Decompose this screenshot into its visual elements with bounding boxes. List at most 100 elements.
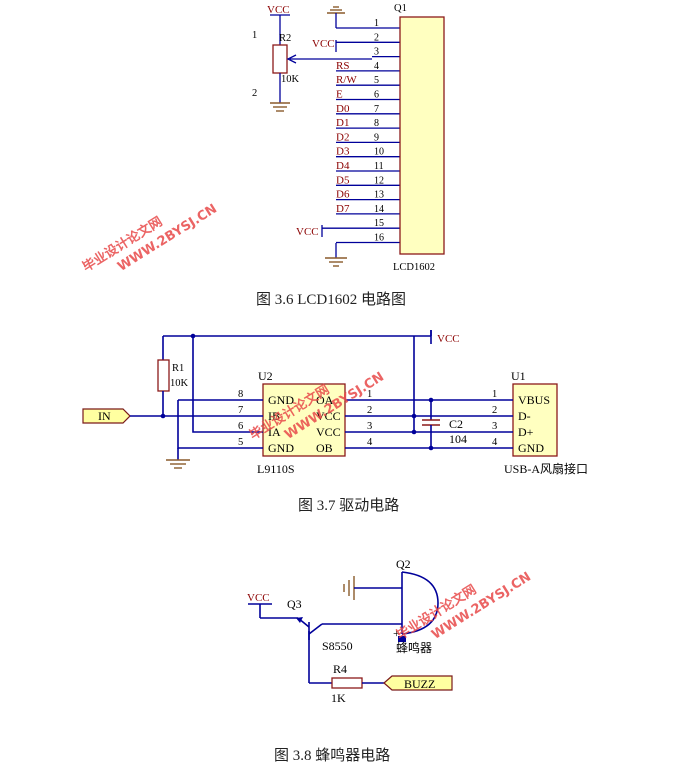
buzzer-plus-sign: + — [393, 626, 400, 640]
driver-ground-icon — [166, 459, 190, 469]
lcd-net-label: D1 — [336, 117, 349, 129]
u2-pin-name: OA — [316, 393, 334, 407]
u2-pin-name: VCC — [316, 425, 341, 439]
buzzer-r4-value: 1K — [331, 691, 346, 705]
driver-u1-part: USB-A风扇接口 — [504, 461, 588, 476]
driver-u1-ref: U1 — [511, 369, 526, 383]
lcd-pin-number: 14 — [374, 204, 384, 215]
lcd-net-label: E — [336, 89, 343, 101]
lcd-pin-number: 2 — [374, 32, 379, 43]
driver-figure-caption: 图 3.7 驱动电路 — [298, 497, 399, 514]
u2-pin-number: 8 — [238, 389, 243, 400]
driver-r1 — [157, 359, 170, 392]
u1-pin-1: 1 VBUS — [488, 389, 550, 407]
lcd-bla-vcc-label: VCC — [296, 226, 319, 238]
driver-vcc-label: VCC — [437, 333, 460, 345]
lcd1602-circuit: VCC R2 10K 1 2 1VSS2VDD3VL4RSRS5R/WR/W6E… — [252, 3, 445, 308]
lcd-chip-ref: Q1 — [394, 3, 407, 14]
u2-pin-name: VCC — [316, 409, 341, 423]
u2-right-pin-2: 2 VCC — [316, 405, 372, 423]
lcd-pin-number: 9 — [374, 132, 379, 143]
buzzer-q3-emitter-arrow — [296, 617, 303, 623]
lcd-net-label: D7 — [336, 203, 350, 215]
lcd-net-label: RS — [336, 60, 349, 72]
lcd-pot-value: 10K — [281, 74, 300, 85]
driver-in-label: IN — [98, 409, 111, 423]
buzzer-buzz-port — [383, 675, 453, 691]
lcd-pin-number: 16 — [374, 233, 384, 244]
u1-pin-number: 2 — [492, 405, 497, 416]
u1-pin-3: 3 D+ — [488, 421, 534, 439]
buzzer-q2-part: 蜂鸣器 — [396, 640, 432, 655]
watermark-1: 毕业设计论文网 WWW.2BYSJ.CN — [80, 202, 220, 276]
u2-pin-name: IB — [268, 409, 280, 423]
lcd-net-label: D6 — [336, 189, 350, 201]
lcd-chip-part: LCD1602 — [393, 262, 435, 273]
u2-left-pin-7: 7 IB — [230, 405, 280, 423]
u2-pin-number: 5 — [238, 437, 243, 448]
buzzer-q2-symbol — [398, 571, 439, 642]
u2-pin-name: OB — [316, 441, 333, 455]
driver-c2-value: 104 — [449, 432, 467, 446]
u2-pin-name: GND — [268, 441, 294, 455]
u1-pin-number: 1 — [492, 389, 497, 400]
u2-right-pin-1: 1 OA — [316, 389, 372, 407]
buzzer-vcc-label: VCC — [247, 592, 270, 604]
lcd-pin-number: 6 — [374, 90, 379, 101]
driver-r1-ref: R1 — [172, 363, 184, 374]
lcd-pot-vcc-label: VCC — [267, 4, 290, 16]
lcd-pot-ground-icon — [270, 102, 290, 112]
u2-left-pin-5: 5 GND — [230, 437, 294, 455]
buzzer-circuit: VCC Q3 S8550 R4 1K BUZZ — [247, 557, 453, 764]
lcd-pot-pin2: 2 — [252, 88, 257, 99]
u2-left-pin-8: 8 GND — [230, 389, 294, 407]
driver-c2-ref: C2 — [449, 417, 463, 431]
u2-right-pin-3: 3 VCC — [316, 421, 372, 439]
u1-pin-name: GND — [518, 441, 544, 455]
lcd-vlk-ground-icon — [325, 257, 347, 267]
u2-right-pin-4: 4 OB — [316, 437, 373, 455]
lcd-vdd-vcc-label: VCC — [312, 38, 335, 50]
lcd-net-label: D5 — [336, 174, 350, 186]
lcd-net-label: D2 — [336, 131, 349, 143]
lcd-pot-pin1: 1 — [252, 30, 257, 41]
buzzer-q3-part: S8550 — [322, 639, 353, 653]
u2-pin-number: 7 — [238, 405, 243, 416]
u1-pin-name: D+ — [518, 425, 534, 439]
driver-u1-connector — [512, 383, 558, 457]
u1-pin-name: D- — [518, 409, 531, 423]
lcd-pin-number: 7 — [374, 104, 379, 115]
buzzer-q2-ref: Q2 — [396, 557, 411, 571]
lcd1602-chip — [399, 16, 445, 255]
buzzer-buzz-label: BUZZ — [404, 677, 435, 691]
buzzer-q3-ref: Q3 — [287, 597, 302, 611]
lcd-pin-number: 13 — [374, 190, 384, 201]
buzzer-r4-ref: R4 — [333, 662, 347, 676]
u2-pin-number: 4 — [367, 437, 373, 448]
lcd-pin-number: 8 — [374, 118, 379, 129]
lcd-pin-number: 10 — [374, 147, 384, 158]
lcd-net-label: R/W — [336, 74, 357, 86]
buzzer-ground-icon — [343, 576, 355, 600]
lcd-figure-caption: 图 3.6 LCD1602 电路图 — [256, 291, 406, 308]
driver-in-port — [82, 408, 131, 424]
u2-pin-number: 1 — [367, 389, 372, 400]
lcd-net-label: D3 — [336, 146, 350, 158]
lcd-pin-number: 15 — [374, 218, 384, 229]
buzzer-r4 — [331, 677, 363, 689]
driver-r1-value: 10K — [170, 378, 189, 389]
u2-pin-number: 6 — [238, 421, 243, 432]
u2-pin-number: 3 — [367, 421, 372, 432]
u1-pin-number: 3 — [492, 421, 497, 432]
u1-pin-name: VBUS — [518, 393, 550, 407]
lcd-net-label: D0 — [336, 103, 350, 115]
u2-pin-number: 2 — [367, 405, 372, 416]
lcd-vss-ground-icon — [327, 6, 345, 14]
u1-pin-2: 2 D- — [488, 405, 531, 423]
u2-pin-name: GND — [268, 393, 294, 407]
lcd-pot-ref: R2 — [279, 33, 291, 44]
